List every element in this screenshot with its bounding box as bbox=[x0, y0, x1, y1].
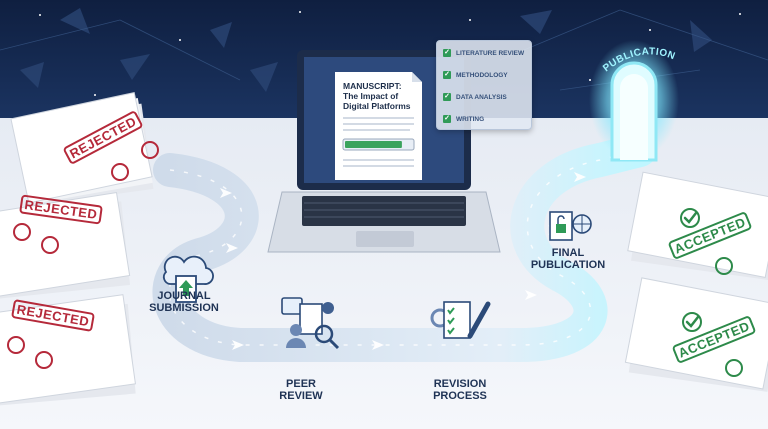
rejected-stack-middle bbox=[0, 191, 131, 299]
checklist-panel: ✓ LITERATURE REVIEW ✓ METHODOLOGY ✓ DATA… bbox=[436, 40, 532, 130]
stage-label-final-publication: FINAL PUBLICATION bbox=[530, 247, 606, 271]
sky-polygons bbox=[20, 8, 712, 92]
checklist-item-label: LITERATURE REVIEW bbox=[456, 49, 525, 57]
checklist-item-data-analysis: ✓ DATA ANALYSIS bbox=[443, 91, 507, 103]
rejected-stack-top bbox=[10, 92, 154, 207]
checklist-item-writing: ✓ WRITING bbox=[443, 113, 484, 125]
revision-icon bbox=[430, 301, 491, 339]
trackpad bbox=[356, 231, 414, 247]
publication-sign: PUBLICATION bbox=[601, 46, 677, 74]
check-icon: ✓ bbox=[443, 49, 451, 57]
publication-sign-text: PUBLICATION bbox=[601, 46, 676, 74]
stage-label-revision-process: REVISION PROCESS bbox=[433, 378, 487, 402]
manuscript-title: MANUSCRIPT: The Impact of Digital Platfo… bbox=[343, 81, 411, 111]
portal-inner bbox=[620, 74, 648, 160]
stars bbox=[39, 11, 741, 96]
final-publication-icon bbox=[549, 211, 592, 241]
checklist-item-label: DATA ANALYSIS bbox=[456, 93, 507, 101]
manuscript-lines bbox=[343, 117, 414, 167]
sad-faces bbox=[7, 141, 159, 369]
checklist-item-label: WRITING bbox=[456, 115, 485, 123]
manuscript-page bbox=[335, 72, 422, 180]
stage-label-journal-submission: JOURNAL SUBMISSION bbox=[149, 290, 219, 314]
rejected-stack-bottom bbox=[0, 294, 137, 406]
check-icon: ✓ bbox=[443, 71, 451, 79]
stage-label-peer-review: PEER REVIEW bbox=[279, 378, 323, 402]
check-icon: ✓ bbox=[443, 93, 451, 101]
check-marks bbox=[683, 211, 700, 328]
checklist-item-literature-review: ✓ LITERATURE REVIEW bbox=[443, 47, 524, 59]
checklist-item-methodology: ✓ METHODOLOGY bbox=[443, 69, 508, 81]
checklist-item-label: METHODOLOGY bbox=[456, 71, 508, 79]
happy-faces bbox=[680, 208, 743, 377]
check-icon: ✓ bbox=[443, 115, 451, 123]
keyboard bbox=[302, 196, 466, 226]
accepted-stack-top bbox=[627, 171, 768, 281]
submission-icon bbox=[162, 255, 214, 303]
progress-fill bbox=[345, 141, 402, 148]
peer-review-icon bbox=[281, 297, 340, 350]
svg-text:PUBLICATION: PUBLICATION bbox=[601, 46, 677, 74]
